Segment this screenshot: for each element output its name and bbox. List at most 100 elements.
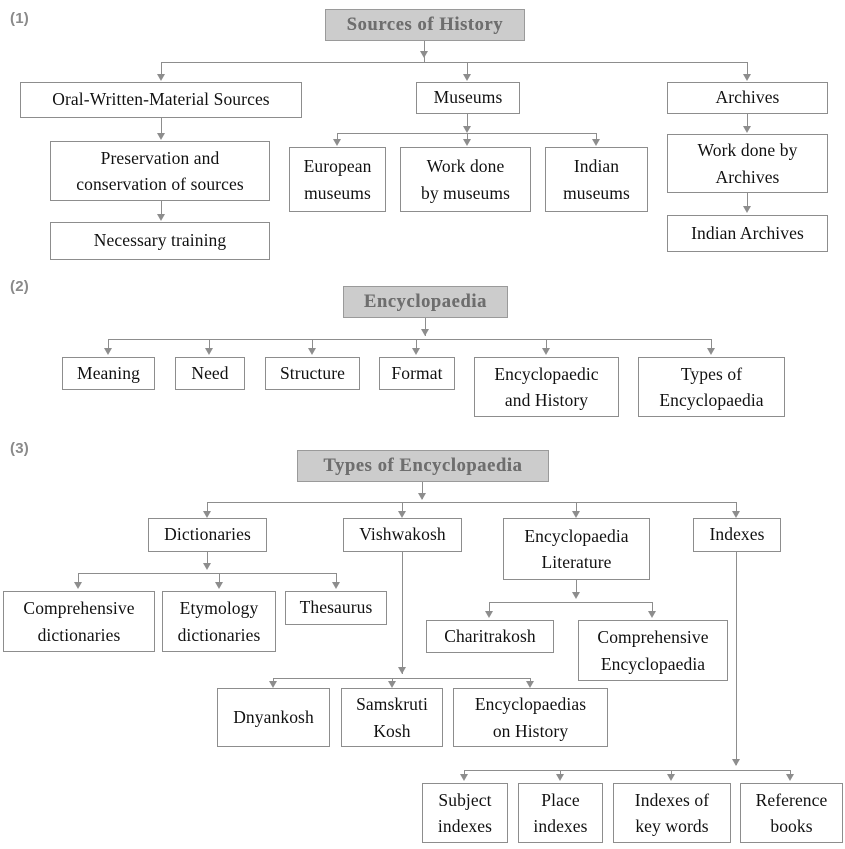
- arrow-s2-root: [420, 329, 429, 336]
- connector-archives-indian: [747, 193, 748, 207]
- arrow-comprehensive-dictionaries: [73, 582, 82, 589]
- arrow-s1-root: [419, 51, 428, 58]
- connector-museums-drop-right: [596, 133, 597, 139]
- etymology-line-1: Etymology: [179, 598, 259, 619]
- arrow-vishwakosh: [397, 511, 406, 518]
- node-encyclopaedia-literature[interactable]: Encyclopaedia Literature: [503, 518, 650, 580]
- node-types-of-encyclopaedia-s2[interactable]: Types of Encyclopaedia: [638, 357, 785, 417]
- arrow-work-done-museums: [462, 139, 471, 146]
- connector-s3-drop-dictionaries: [207, 502, 208, 512]
- keywords-line-2: key words: [635, 816, 709, 836]
- node-comprehensive-encyclopaedia[interactable]: Comprehensive Encyclopaedia: [578, 620, 728, 681]
- indian-museums-line-2: museums: [563, 182, 630, 203]
- arrow-indexes-stem: [731, 759, 740, 766]
- workdone-line-2: by museums: [421, 182, 510, 203]
- connector-literature-bus: [489, 602, 653, 603]
- node-samskruti-kosh[interactable]: Samskruti Kosh: [341, 688, 443, 747]
- connector-lit-drop-2: [652, 602, 653, 612]
- node-necessary-training[interactable]: Necessary training: [50, 222, 270, 260]
- node-archives[interactable]: Archives: [667, 82, 828, 114]
- node-indian-museums[interactable]: Indian museums: [545, 147, 648, 212]
- node-european-museums[interactable]: European museums: [289, 147, 386, 212]
- section-2-label: (2): [10, 278, 29, 295]
- arrow-indian-archives: [742, 206, 751, 213]
- reference-line-1: Reference: [755, 789, 828, 810]
- comprehensive-enc-line-1: Comprehensive: [597, 627, 709, 648]
- connector-vishwakosh-stem: [402, 552, 403, 674]
- node-encyclopaedias-on-history[interactable]: Encyclopaedias on History: [453, 688, 608, 747]
- node-indexes[interactable]: Indexes: [693, 518, 781, 552]
- node-vishwakosh[interactable]: Vishwakosh: [343, 518, 462, 552]
- connector-s2-drop-5: [546, 339, 547, 349]
- node-thesaurus[interactable]: Thesaurus: [285, 591, 387, 625]
- types-line-2: Encyclopaedia: [659, 390, 764, 410]
- arrow-charitrakosh: [484, 611, 493, 618]
- arrow-indexes: [731, 511, 740, 518]
- connector-dict-drop-1: [78, 573, 79, 583]
- connector-s1-drop-right: [747, 62, 748, 75]
- place-line-1: Place: [541, 789, 580, 810]
- node-comprehensive-dictionaries[interactable]: Comprehensive dictionaries: [3, 591, 155, 652]
- node-dictionaries[interactable]: Dictionaries: [148, 518, 267, 552]
- node-subject-indexes[interactable]: Subject indexes: [422, 783, 508, 843]
- node-indexes-of-key-words[interactable]: Indexes of key words: [613, 783, 731, 843]
- node-encyclopaedia[interactable]: Encyclopaedia: [343, 286, 508, 318]
- node-museums[interactable]: Museums: [416, 82, 520, 114]
- node-work-done-by-archives[interactable]: Work done by Archives: [667, 134, 828, 193]
- connector-literature-stem: [576, 580, 577, 595]
- work-archives-line-1: Work done by: [697, 140, 798, 161]
- section-3-label: (3): [10, 440, 29, 457]
- connector-s3-bus: [207, 502, 737, 503]
- connector-lit-drop-1: [489, 602, 490, 612]
- connector-oral-preservation: [161, 118, 162, 134]
- connector-s3-drop-vishwakosh: [402, 502, 403, 512]
- arrow-types-of-encyclopaedia: [706, 348, 715, 355]
- comprehensive-dict-line-2: dictionaries: [37, 624, 121, 645]
- connector-museums-drop-left: [337, 133, 338, 139]
- node-oral-written-material-sources[interactable]: Oral-Written-Material Sources: [20, 82, 302, 118]
- preservation-line-2: conservation of sources: [76, 174, 244, 194]
- connector-s1-bus: [161, 62, 747, 63]
- node-place-indexes[interactable]: Place indexes: [518, 783, 603, 843]
- node-format[interactable]: Format: [379, 357, 455, 390]
- connector-dict-drop-3: [336, 573, 337, 583]
- node-meaning[interactable]: Meaning: [62, 357, 155, 390]
- connector-s2-drop-6: [711, 339, 712, 349]
- arrow-need: [204, 348, 213, 355]
- connector-museums-stem: [467, 114, 468, 128]
- node-structure[interactable]: Structure: [265, 357, 360, 390]
- samskruti-line-1: Samskruti: [356, 694, 428, 715]
- arrow-s1-archives: [742, 74, 751, 81]
- node-indian-archives[interactable]: Indian Archives: [667, 215, 828, 252]
- node-types-of-encyclopaedia-root[interactable]: Types of Encyclopaedia: [297, 450, 549, 482]
- connector-museums-drop-mid: [467, 133, 468, 139]
- arrow-indian-museums: [591, 139, 600, 146]
- connector-s3-root-stem: [422, 482, 423, 499]
- connector-s2-drop-3: [312, 339, 313, 349]
- connector-dict-drop-2: [219, 573, 220, 583]
- node-work-done-by-museums[interactable]: Work done by museums: [400, 147, 531, 212]
- node-encyclopaedic-and-history[interactable]: Encyclopaedic and History: [474, 357, 619, 417]
- comprehensive-dict-line-1: Comprehensive: [23, 598, 135, 619]
- node-charitrakosh[interactable]: Charitrakosh: [426, 620, 554, 653]
- arrow-literature-stem: [571, 592, 580, 599]
- node-sources-of-history[interactable]: Sources of History: [325, 9, 525, 41]
- arrow-dnyankosh: [268, 681, 277, 688]
- arrow-training: [156, 214, 165, 221]
- arrow-s3-root: [417, 493, 426, 500]
- arrow-encyclopaedia-literature: [571, 511, 580, 518]
- arrow-work-done-archives: [742, 126, 751, 133]
- arrow-thesaurus: [331, 582, 340, 589]
- node-dnyankosh[interactable]: Dnyankosh: [217, 688, 330, 747]
- connector-dictionaries-stem: [207, 552, 208, 566]
- arrow-indexes-of-key-words: [666, 774, 675, 781]
- keywords-line-1: Indexes of: [634, 789, 710, 810]
- node-etymology-dictionaries[interactable]: Etymology dictionaries: [162, 591, 276, 652]
- node-preservation-conservation[interactable]: Preservation and conservation of sources: [50, 141, 270, 201]
- arrow-s1-museums: [462, 74, 471, 81]
- connector-archives-work: [747, 114, 748, 127]
- connector-s2-root-stem: [425, 318, 426, 336]
- node-need[interactable]: Need: [175, 357, 245, 390]
- node-reference-books[interactable]: Reference books: [740, 783, 843, 843]
